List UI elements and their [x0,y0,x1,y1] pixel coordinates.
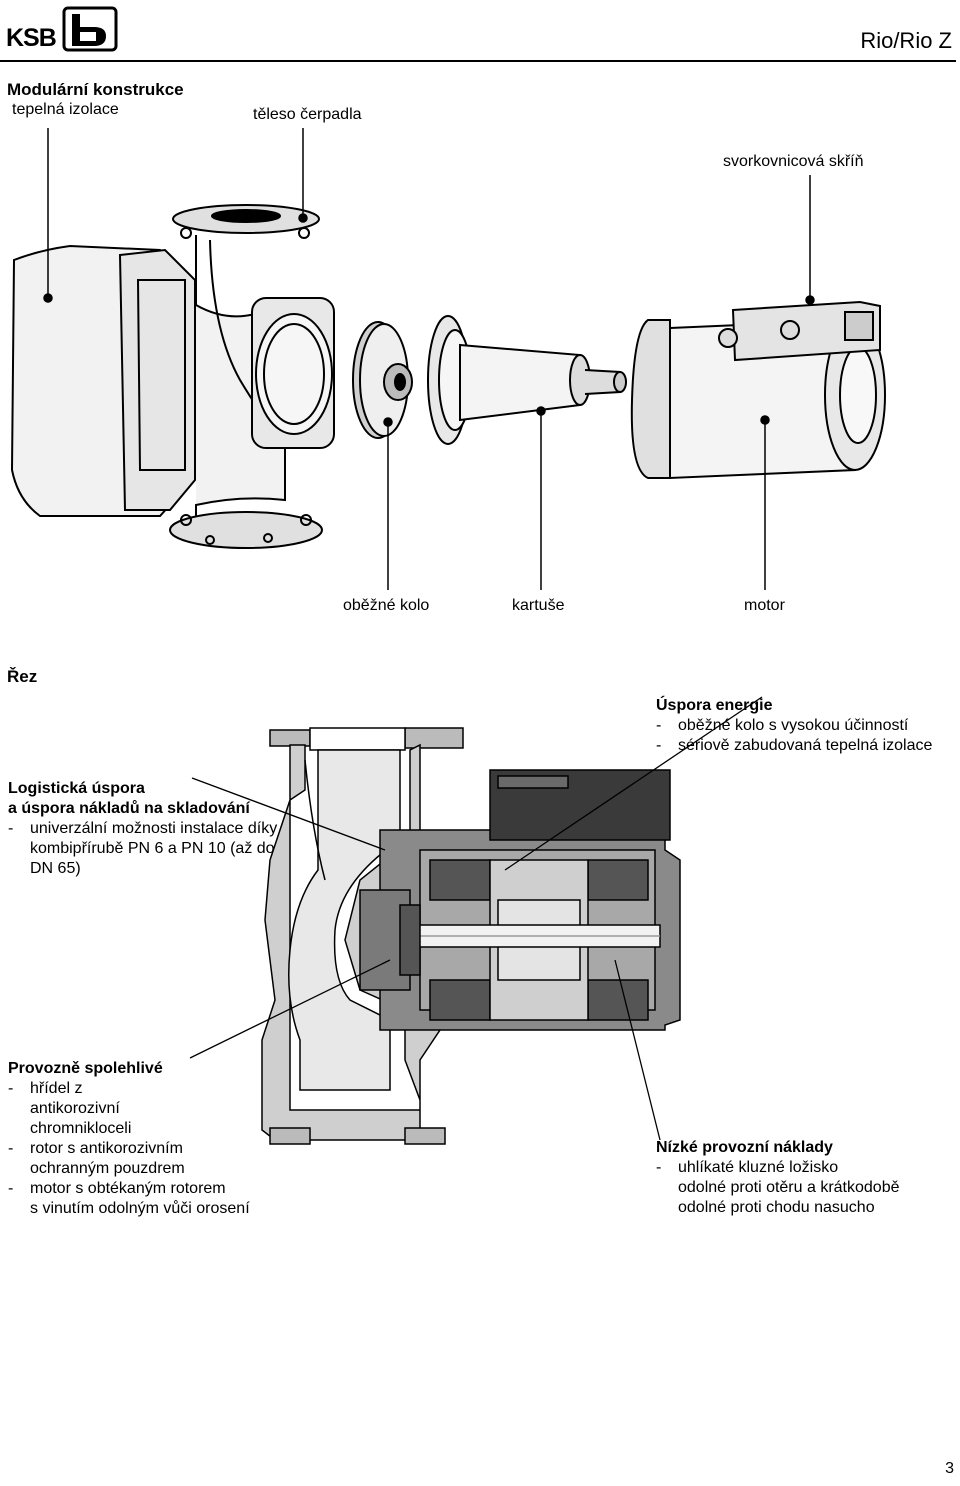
reliability-item: -rotor s antikorozivním [8,1140,183,1157]
reliability-item-cont: antikorozivní [30,1100,120,1117]
logistics-item-cont: kombipřírubě PN 6 a PN 10 (až do [30,840,275,857]
label-impeller: oběžné kolo [343,597,430,614]
brand-logo: KSB [6,6,122,52]
logistics-title-1: Logistická úspora [8,780,145,797]
costs-title: Nízké provozní náklady [656,1139,833,1156]
reliability-item: -hřídel z [8,1080,83,1097]
label-insulation: tepelná izolace [12,101,119,118]
logistics-item: -univerzální možnosti instalace díky [8,820,278,837]
costs-item-cont: odolné proti otěru a krátkodobě [678,1179,900,1196]
label-cartridge: kartuše [512,597,565,614]
energy-savings-title: Úspora energie [656,697,773,714]
energy-item: -sériově zabudovaná tepelná izolace [656,737,933,754]
costs-block: Nízké provozní náklady -uhlíkaté kluzné … [656,1138,956,1218]
page-number: 3 [945,1460,954,1477]
reliability-item-cont: chromnikloceli [30,1120,132,1137]
ksb-b-logo-icon [62,6,118,52]
energy-item: -oběžné kolo s vysokou účinností [656,717,909,734]
label-pump-body: těleso čerpadla [253,106,362,123]
reliability-item-cont: ochranným pouzdrem [30,1160,185,1177]
document-title: Rio/Rio Z [860,28,952,53]
logistics-title-2: a úspora nákladů na skladování [8,800,250,817]
energy-savings-block: Úspora energie -oběžné kolo s vysokou úč… [656,696,956,756]
exploded-view-drawing [10,128,886,590]
label-terminal-box: svorkovnicová skříň [723,153,864,170]
section-heading: Řez [7,667,38,686]
logistics-block: Logistická úspora a úspora nákladů na sk… [8,779,308,879]
reliability-title: Provozně spolehlivé [8,1060,163,1077]
reliability-item-cont: s vinutím odolným vůči orosení [30,1200,250,1217]
label-motor: motor [744,597,785,614]
header-rule [0,60,956,62]
reliability-block: Provozně spolehlivé -hřídel z antikorozi… [8,1059,308,1219]
costs-item: -uhlíkaté kluzné ložisko [656,1159,839,1176]
brand-text: KSB [6,24,57,52]
modular-heading: Modulární konstrukce [7,80,184,99]
logistics-item-cont: DN 65) [30,860,81,877]
costs-item-cont: odolné proti chodu nasucho [678,1199,875,1216]
reliability-item: -motor s obtékaným rotorem [8,1180,226,1197]
